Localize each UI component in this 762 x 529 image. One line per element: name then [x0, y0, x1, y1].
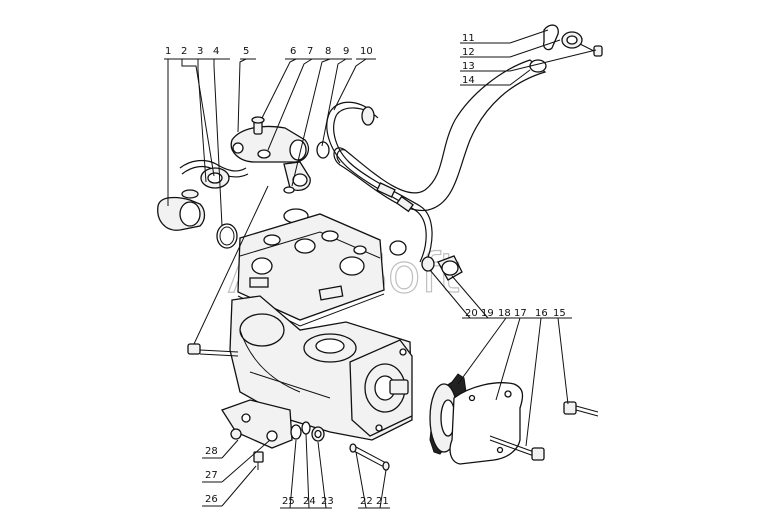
callout-4: 4 [213, 46, 219, 57]
callout-2: 2 [181, 46, 187, 57]
small-hose [179, 159, 249, 189]
callout-22: 22 [360, 496, 373, 507]
callout-9: 9 [343, 46, 349, 57]
callout-12: 12 [462, 47, 475, 58]
elbow-fitting [157, 189, 206, 231]
callout-5: 5 [243, 46, 249, 57]
callout-6: 6 [290, 46, 296, 57]
bolt-28 [230, 428, 242, 440]
hose-clamp-assembly [542, 24, 603, 57]
bolt-27 [253, 451, 264, 470]
callout-15: 15 [553, 308, 566, 319]
cover-plate [449, 382, 524, 465]
callout-18: 18 [498, 308, 511, 319]
callout-21: 21 [376, 496, 389, 507]
air-compressor [221, 213, 413, 449]
bolt-15 [563, 401, 599, 417]
callout-1: 1 [165, 46, 171, 57]
callout-26: 26 [205, 494, 218, 505]
hollow-bolt [437, 255, 463, 281]
callout-25: 25 [282, 496, 295, 507]
coolant-pipe-assembly [230, 116, 311, 192]
callout-7: 7 [307, 46, 313, 57]
callout-14: 14 [462, 75, 475, 86]
leader-lines [164, 29, 597, 509]
brake-pipe [326, 101, 433, 263]
callout-28: 28 [205, 446, 218, 457]
callout-8: 8 [325, 46, 331, 57]
stud-bolt [349, 443, 390, 471]
callout-20: 20 [465, 308, 478, 319]
callout-27: 27 [205, 470, 218, 481]
callout-17: 17 [514, 308, 527, 319]
callout-10: 10 [360, 46, 373, 57]
callout-11: 11 [462, 33, 475, 44]
callout-24: 24 [303, 496, 316, 507]
callout-3: 3 [197, 46, 203, 57]
long-bolt [489, 435, 545, 461]
drive-gear [429, 373, 467, 455]
callout-19: 19 [481, 308, 494, 319]
intake-hose [333, 59, 547, 212]
callout-13: 13 [462, 61, 475, 72]
callout-16: 16 [535, 308, 548, 319]
callout-23: 23 [321, 496, 334, 507]
